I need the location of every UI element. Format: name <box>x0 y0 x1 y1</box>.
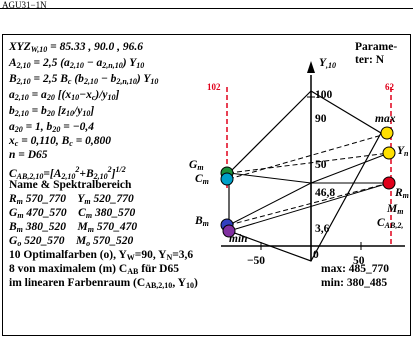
tick-label-90: 90 <box>315 113 327 125</box>
tick-label-0: 0 <box>313 249 319 261</box>
param-label: Parame- <box>355 41 398 53</box>
tick-label-m50: −50 <box>247 255 266 267</box>
solid-b <box>228 182 312 226</box>
gm-line: Gm 470_570 Cm 380_570 <box>9 207 136 220</box>
param-label-2: ter: N <box>355 54 385 66</box>
name-title: Name & Spektralbereich <box>9 179 132 191</box>
d65-line: n = D65 <box>9 149 48 161</box>
solid-min-r <box>228 182 390 232</box>
opt-line: 10 Optimalfarben (o), YW=90, YN=3,6 <box>9 249 194 262</box>
diagram-svg <box>220 61 405 262</box>
lin-line: im linearen Farbenraum (CAB,2,10, Y10) <box>9 277 198 290</box>
tick-label-468: 46,8 <box>315 187 336 199</box>
b20-line: b2,10 = b20 [z10/y10] <box>9 105 95 118</box>
bm-label: Bm <box>195 215 209 228</box>
dot-yn <box>382 146 396 160</box>
b2-line: B2,10 = 2,5 Bc (b2,10 − b2,n,10) Y10 <box>9 73 159 86</box>
solid-y <box>310 152 390 184</box>
dash-b-r <box>228 182 390 226</box>
gamut-outline <box>228 90 382 262</box>
y-axis-label: Y,10 <box>319 57 337 70</box>
diagram-frame: XYZW,10 = 85.33 , 90.0 , 96.6 A2,10 = 2,… <box>2 34 411 336</box>
tick-label-100: 100 <box>315 89 333 101</box>
go-line: Go 520_570 Mo 570_520 <box>9 235 134 248</box>
y-axis-arrow <box>307 61 315 73</box>
dash-c-max <box>228 132 390 180</box>
dot-rm <box>382 176 396 190</box>
dot-min <box>222 224 236 238</box>
tick-label-50: 50 <box>315 159 327 171</box>
xyz-line: XYZW,10 = 85.33 , 90.0 , 96.6 <box>9 41 143 54</box>
cm-label: Cm <box>195 173 209 186</box>
mm-label: Mm <box>387 203 404 216</box>
bm-line: Bm 380_520 Mm 570_470 <box>9 221 138 234</box>
header-code: AGU31−1N <box>2 0 47 10</box>
a2-line: A2,10 = 2,5 (a2,10 − a2,n,10) Y10 <box>9 57 145 70</box>
tick-label-36: 3,6 <box>315 223 330 235</box>
max-line: 8 von maximalem (m) CAB für D65 <box>9 263 179 276</box>
red-left-label: 102 <box>207 82 221 92</box>
cab-line: CAB,2,10=[A2,102+B2,102]1/2 <box>9 165 126 181</box>
red-right-label: 62 <box>385 82 394 92</box>
a20-val-line: a20 = 1, b20 = −0,4 <box>9 121 94 134</box>
xc-line: xc = 0,110, Bc = 0,800 <box>9 135 112 148</box>
min-range: min: 380_485 <box>321 277 388 289</box>
dash-g-y <box>228 152 390 174</box>
dot-max-yellow <box>380 126 394 140</box>
min-label: min <box>229 233 248 245</box>
header-divider <box>0 8 413 9</box>
a20-line: a2,10 = a20 [(x10−xc)/y10] <box>9 89 120 102</box>
dot-cm <box>220 172 234 186</box>
max-range: max: 485_770 <box>321 263 390 275</box>
yn-label: Yn <box>397 145 409 158</box>
solid-g <box>228 172 312 184</box>
tick-label-p50: 50 <box>353 255 365 267</box>
x-axis-label: CAB,2, <box>377 217 404 230</box>
rm-line: Rm 570_770 Ym 520_770 <box>9 193 134 206</box>
max-label: max <box>375 113 396 125</box>
gm-label: Gm <box>189 159 204 172</box>
rm-label: Rm <box>395 187 409 200</box>
